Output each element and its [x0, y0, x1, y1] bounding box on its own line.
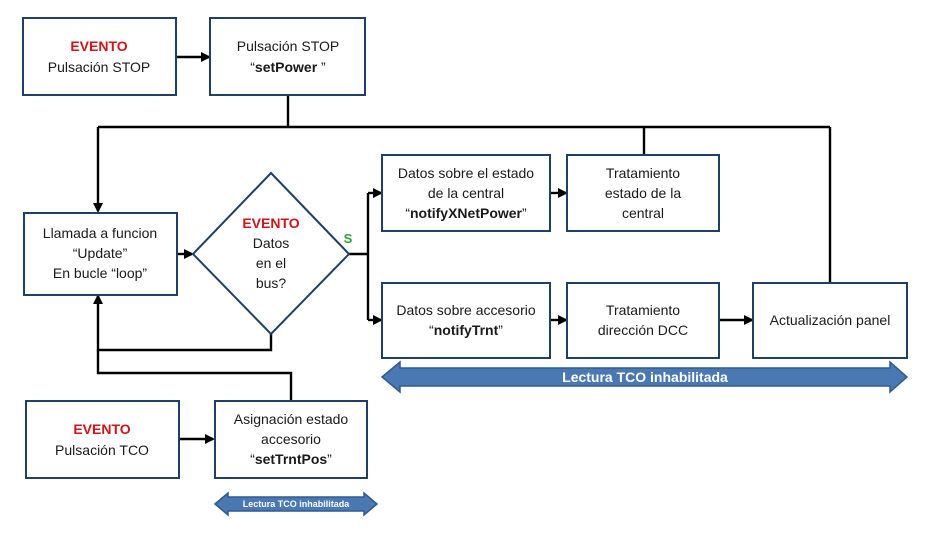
- tratamiento-dcc-line-2: dirección DCC: [598, 322, 688, 338]
- box-datos-accesorio: Datos sobre accesorio “notifyTrnt”: [381, 282, 551, 359]
- tratamiento-central-line-3: central: [622, 205, 664, 221]
- datos-accesorio-line-1: Datos sobre accesorio: [396, 302, 536, 318]
- llamada-line-2: “Update”: [73, 245, 128, 261]
- evento-stop-label: Pulsación STOP: [48, 59, 150, 75]
- box-pulsacion-stop: Pulsación STOP “setPower ”: [209, 17, 366, 96]
- connectors: [93, 52, 832, 444]
- datos-central-line-1: Datos sobre el estado: [398, 165, 534, 181]
- band-main-label: Lectura TCO inhabilitada: [562, 369, 728, 385]
- decision-line-2: en el: [256, 255, 286, 271]
- llamada-line-3: En bucle “loop”: [53, 265, 148, 281]
- tratamiento-central-line-2: estado de la: [605, 185, 681, 201]
- box-llamada-update: Llamada a funcion “Update” En bucle “loo…: [23, 212, 178, 296]
- decision-line-1: Datos: [253, 235, 290, 251]
- arrow-decision-no-to-update: [93, 294, 273, 352]
- evento-tco-title: EVENTO: [73, 421, 130, 437]
- settrntpos-code: setTrntPos: [255, 451, 328, 467]
- asignacion-code-line: “setTrntPos”: [250, 451, 332, 467]
- setpower-code: setPower: [255, 59, 318, 75]
- llamada-line-1: Llamada a funcion: [43, 225, 157, 241]
- box-evento-tco: EVENTO Pulsación TCO: [25, 400, 180, 479]
- asignacion-line-1: Asignación estado: [234, 411, 349, 427]
- pulsacion-stop-code-line: “setPower ”: [250, 59, 326, 75]
- tratamiento-central-line-1: Tratamiento: [606, 165, 680, 181]
- asignacion-line-2: accesorio: [261, 431, 321, 447]
- datos-central-line-2: de la central: [428, 185, 504, 201]
- box-tratamiento-dcc: Tratamiento dirección DCC: [566, 282, 720, 359]
- decision-title: EVENTO: [242, 215, 299, 231]
- box-tratamiento-central: Tratamiento estado de la central: [566, 154, 720, 232]
- box-asignacion-estado: Asignación estado accesorio “setTrntPos”: [214, 400, 368, 479]
- pulsacion-stop-label: Pulsación STOP: [237, 38, 339, 54]
- notifyxnetpower-code: notifyXNetPower: [410, 205, 523, 221]
- evento-stop-title: EVENTO: [70, 38, 127, 54]
- tratamiento-dcc-line-1: Tratamiento: [606, 302, 680, 318]
- branch-label-s: S: [344, 231, 353, 246]
- evento-tco-label: Pulsación TCO: [55, 442, 149, 458]
- band-small-label: Lectura TCO inhabilitada: [243, 499, 351, 509]
- box-actualizacion-panel: Actualización panel: [752, 282, 908, 359]
- notifytrnt-code: notifyTrnt: [434, 322, 499, 338]
- box-datos-central: Datos sobre el estado de la central “not…: [381, 154, 551, 232]
- box-evento-stop: EVENTO Pulsación STOP: [22, 17, 177, 96]
- line-asignacion-to-loop: [96, 350, 293, 401]
- band-lectura-tco-main: Lectura TCO inhabilitada: [380, 360, 909, 394]
- decision-diamond: EVENTO Datos en el bus? S: [191, 171, 353, 336]
- datos-central-code-line: “notifyXNetPower”: [405, 205, 527, 221]
- datos-accesorio-code-line: “notifyTrnt”: [429, 322, 503, 338]
- decision-line-3: bus?: [256, 275, 287, 291]
- band-lectura-tco-small: Lectura TCO inhabilitada: [213, 491, 379, 517]
- actualizacion-panel-label: Actualización panel: [770, 312, 891, 328]
